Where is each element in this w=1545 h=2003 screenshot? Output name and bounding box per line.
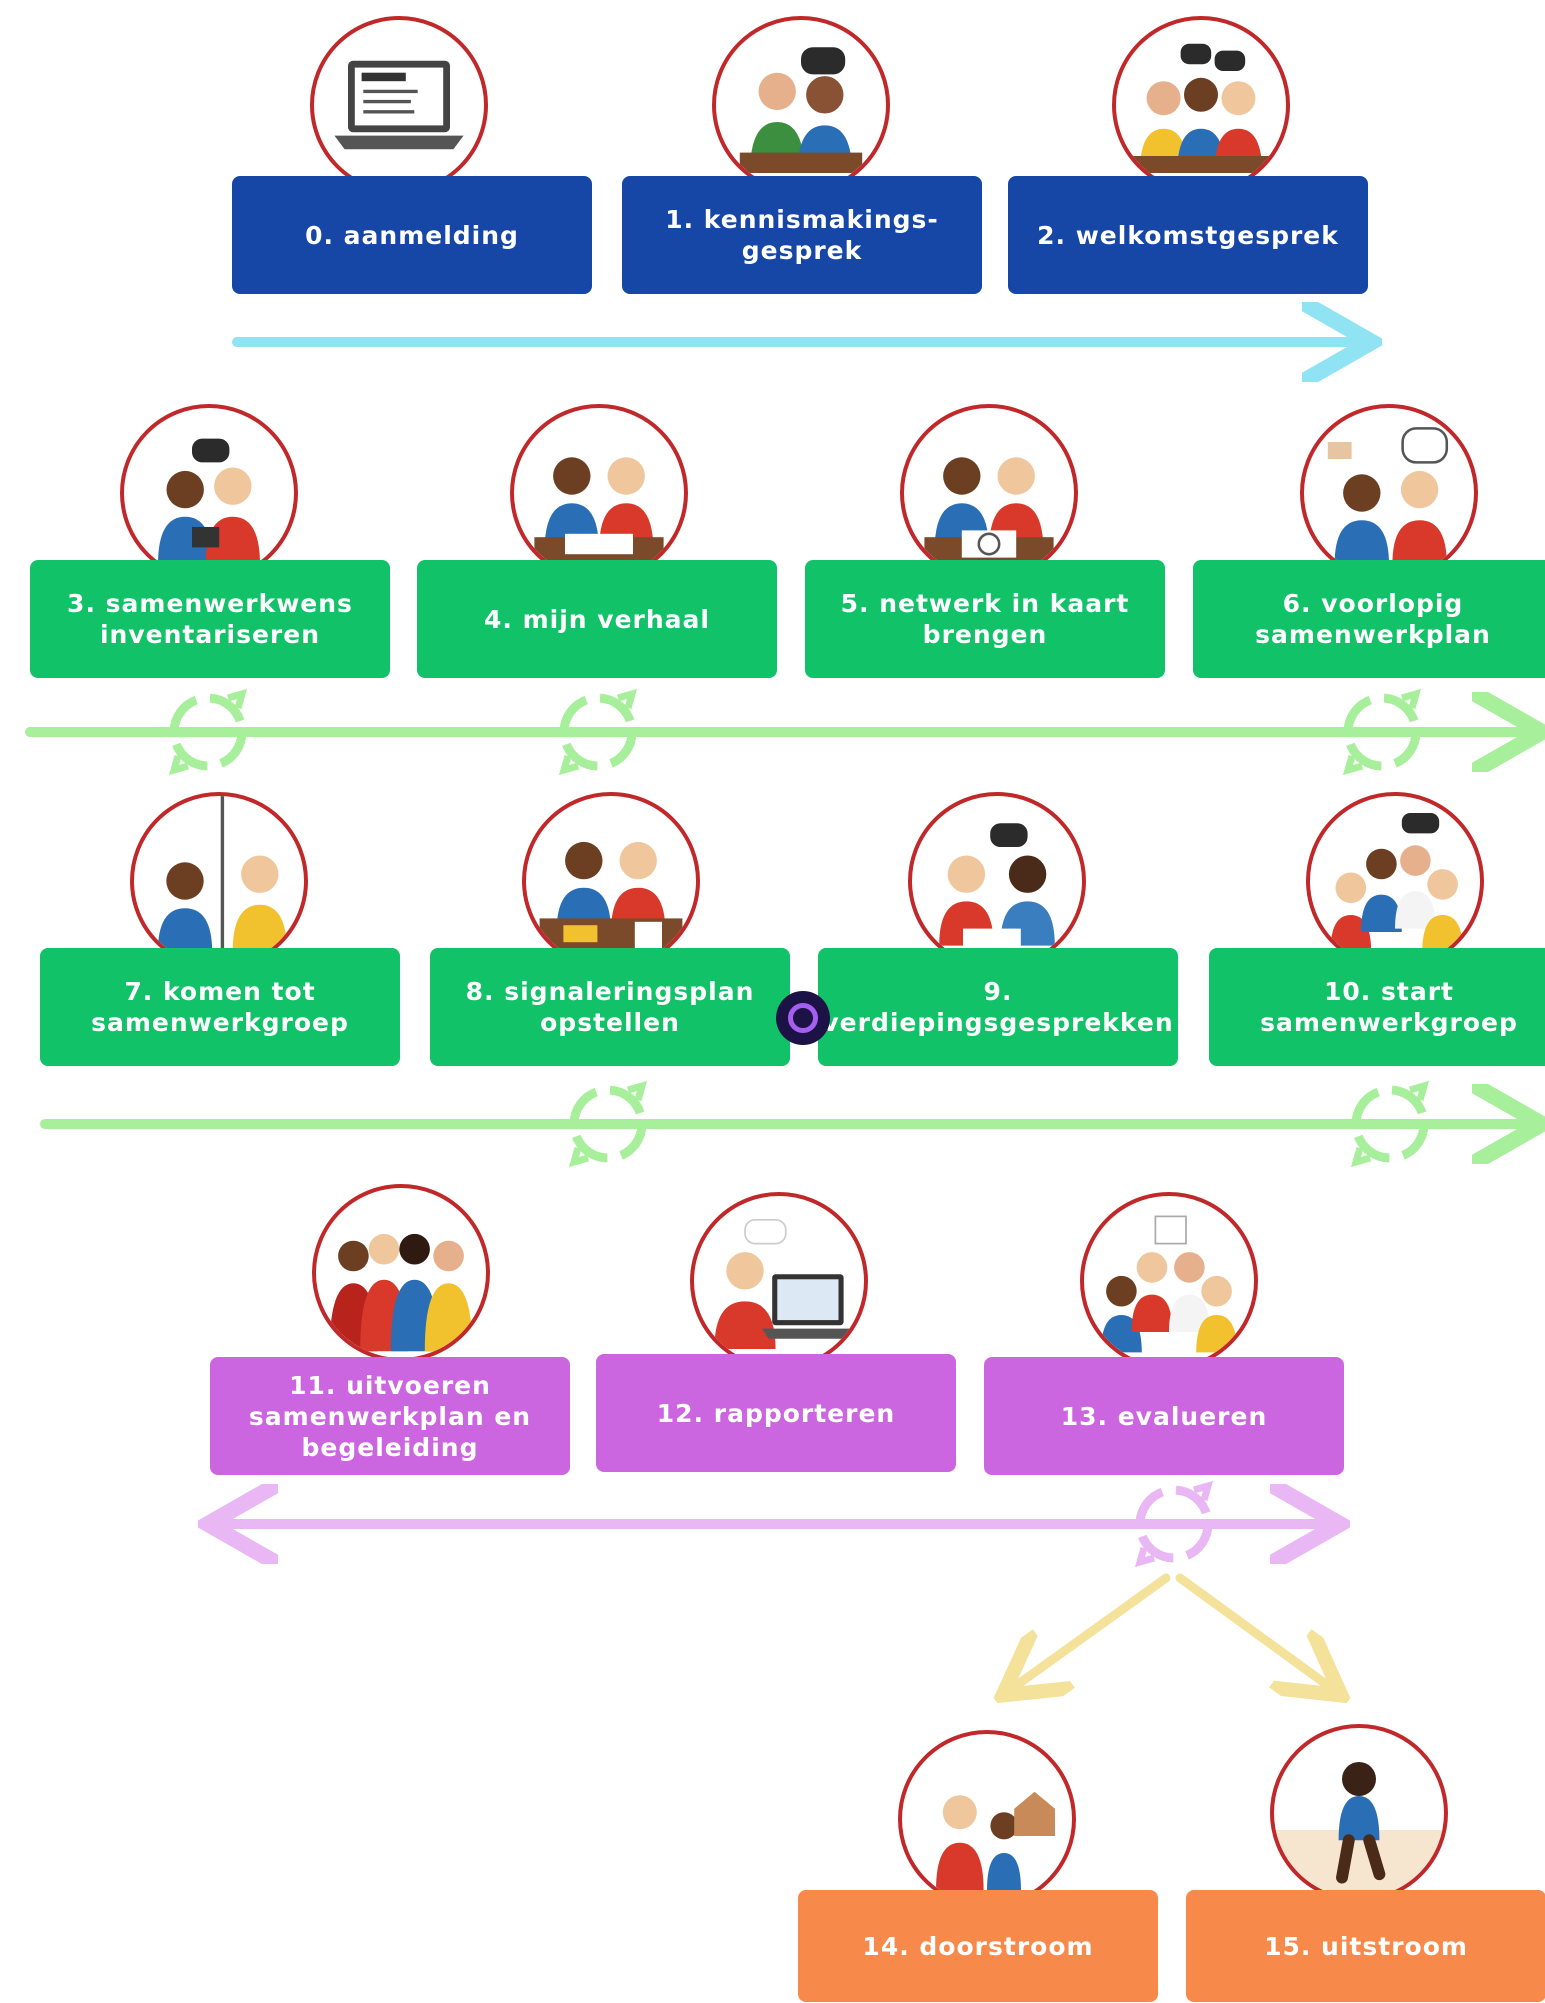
group-meeting-icon (1306, 792, 1484, 970)
step-9-verdiepingsgesprekken: 9. verdiepingsgesprekken (818, 948, 1178, 1066)
three-people-meeting-icon (1112, 16, 1290, 194)
step-1-kennismakingsgesprek: 1. kennismakings- gesprek (622, 176, 982, 294)
reporting-laptop-icon (690, 1192, 868, 1370)
step-15-uitstroom: 15. uitstroom (1186, 1890, 1545, 2002)
step-3-samenwerkwens-inventariseren: 3. samenwerkwens inventariseren (30, 560, 390, 678)
planning-conversation-icon (1300, 404, 1478, 582)
cursor-indicator (776, 991, 830, 1045)
signal-plan-icon (522, 792, 700, 970)
network-map-icon (900, 404, 1078, 582)
step-10-start-samenwerkgroep: 10. start samenwerkgroep (1209, 948, 1545, 1066)
step-7-komen-tot-samenwerkgroep: 7. komen tot samenwerkgroep (40, 948, 400, 1066)
laptop-registration-icon (310, 16, 488, 194)
in-depth-conversation-icon (908, 792, 1086, 970)
step-5-netwerk-in-kaart-brengen: 5. netwerk in kaart brengen (805, 560, 1165, 678)
two-people-talking-icon (712, 16, 890, 194)
moving-on-icon (898, 1730, 1076, 1908)
step-14-doorstroom: 14. doorstroom (798, 1890, 1158, 2002)
step-11-uitvoeren-samenwerkplan-en-begeleiding: 11. uitvoeren samenwerkplan en begeleidi… (210, 1357, 570, 1475)
step-0-aanmelding: 0. aanmelding (232, 176, 592, 294)
step-8-signaleringsplan-opstellen: 8. signaleringsplan opstellen (430, 948, 790, 1066)
two-people-tablet-icon (120, 404, 298, 582)
step-6-voorlopig-samenwerkplan: 6. voorlopig samenwerkplan (1193, 560, 1545, 678)
crowd-icon (312, 1184, 490, 1362)
two-people-drawing-icon (510, 404, 688, 582)
step-13-evalueren: 13. evalueren (984, 1357, 1344, 1475)
branch-arrow-doorstroom (1010, 1573, 1171, 1690)
branch-arrow-uitstroom (1175, 1573, 1334, 1690)
step-4-mijn-verhaal: 4. mijn verhaal (417, 560, 777, 678)
video-call-icon (130, 792, 308, 970)
step-2-welkomstgesprek: 2. welkomstgesprek (1008, 176, 1368, 294)
step-12-rapporteren: 12. rapporteren (596, 1354, 956, 1472)
evaluation-meeting-icon (1080, 1192, 1258, 1370)
walking-away-icon (1270, 1724, 1448, 1902)
